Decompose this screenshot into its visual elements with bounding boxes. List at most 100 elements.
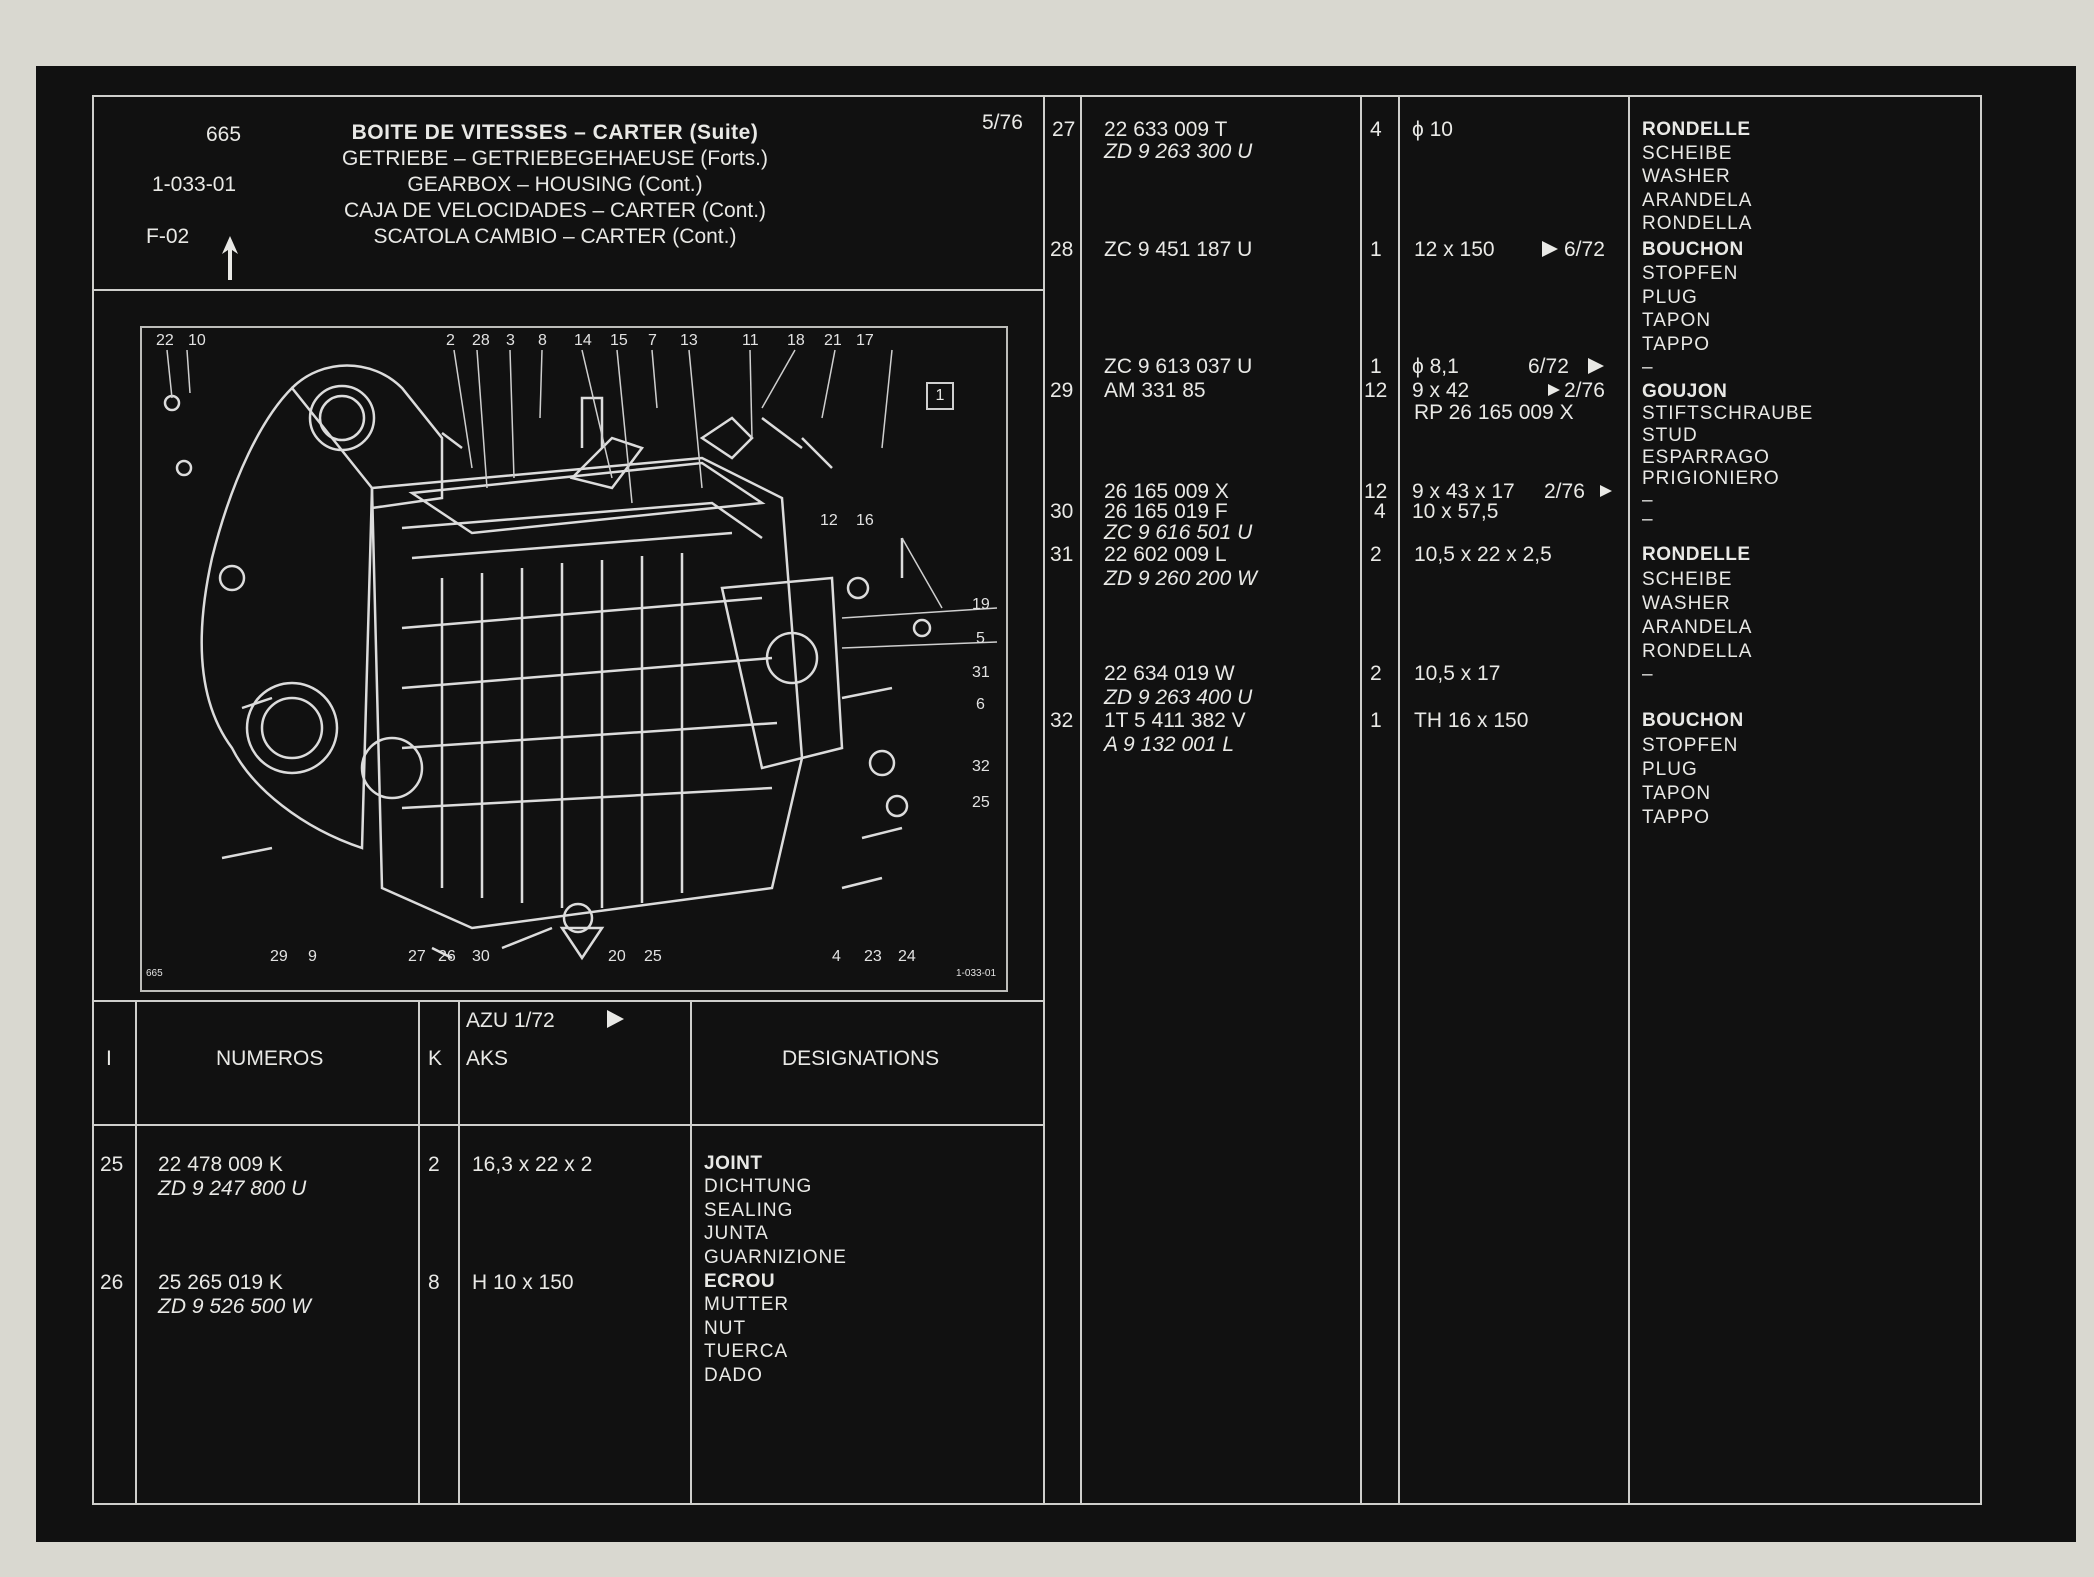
designation-en: PLUG (1642, 287, 1698, 308)
dimension: ϕ 8,1 (1412, 355, 1459, 378)
col-header-k: K (428, 1047, 443, 1070)
callout-label: 30 (472, 948, 490, 965)
view-number-box: 1 (926, 382, 954, 410)
callout-label: 19 (972, 596, 990, 613)
callout-label: 31 (972, 664, 990, 681)
designation-dash: – (1642, 490, 1654, 511)
designation-fr: RONDELLE (1642, 119, 1751, 140)
quantity: 8 (428, 1271, 440, 1294)
designation-fr: RONDELLE (1642, 544, 1751, 565)
designation-it: RONDELLA (1642, 641, 1753, 662)
callout-label: 28 (472, 332, 490, 349)
designation-en: WASHER (1642, 166, 1731, 187)
designation-es: TAPON (1642, 310, 1712, 331)
title-de: GETRIEBE – GETRIEBEGEHAEUSE (Forts.) (342, 147, 768, 170)
designation-de: STIFTSCHRAUBE (1642, 403, 1814, 424)
play-triangle-icon (607, 1010, 624, 1028)
designation-de: SCHEIBE (1642, 569, 1733, 590)
designation-en: PLUG (1642, 759, 1698, 780)
quantity: 2 (428, 1153, 440, 1176)
part-number: 26 165 009 X (1104, 480, 1229, 503)
dimension: ϕ 10 (1412, 118, 1453, 141)
part-number: 25 265 019 K (158, 1271, 283, 1294)
part-number-alt: RP 26 165 009 X (1414, 401, 1574, 424)
divider (1080, 95, 1082, 1505)
designation-en: SEALING (704, 1200, 794, 1221)
diagram-corner-ref: 665 (146, 968, 163, 979)
revision-date: 6/72 (1528, 355, 1569, 378)
dimension: 10,5 x 22 x 2,5 (1414, 543, 1552, 566)
designation-it: PRIGIONIERO (1642, 468, 1780, 489)
quantity: 2 (1370, 662, 1382, 685)
dimension: H 10 x 150 (472, 1271, 574, 1294)
designation-en: STUD (1642, 425, 1698, 446)
designation-fr: JOINT (704, 1153, 763, 1174)
item-index: 31 (1050, 543, 1074, 566)
callout-label: 29 (270, 948, 288, 965)
callout-label: 27 (408, 948, 426, 965)
callout-label: 3 (506, 332, 515, 349)
quantity: 2 (1370, 543, 1382, 566)
dimension: 10 x 57,5 (1412, 500, 1499, 523)
part-number: 22 634 019 W (1104, 662, 1235, 685)
designation-es: TUERCA (704, 1341, 789, 1362)
divider (1628, 95, 1630, 1505)
item-index: 27 (1052, 118, 1076, 141)
dimension: TH 16 x 150 (1414, 709, 1529, 732)
callout-label: 17 (856, 332, 874, 349)
divider (135, 1000, 137, 1505)
quantity: 1 (1370, 355, 1382, 378)
divider (92, 1000, 1045, 1002)
play-triangle-icon (1588, 358, 1604, 374)
dimension: 10,5 x 17 (1414, 662, 1501, 685)
callout-label: 21 (824, 332, 842, 349)
callout-label: 7 (648, 332, 657, 349)
revision-date: 2/76 (1564, 379, 1605, 402)
designation-es: ARANDELA (1642, 617, 1753, 638)
item-index: 26 (100, 1271, 124, 1294)
revision-date: 6/72 (1564, 238, 1605, 261)
designation-de: STOPFEN (1642, 735, 1739, 756)
divider (1360, 95, 1362, 1505)
play-triangle-icon (1548, 384, 1560, 396)
part-number: 22 478 009 K (158, 1153, 283, 1176)
quantity: 1 (1370, 238, 1382, 261)
title-it: SCATOLA CAMBIO – CARTER (Cont.) (373, 225, 737, 248)
designation-de: SCHEIBE (1642, 143, 1733, 164)
figure-code: F-02 (146, 225, 190, 248)
part-number: 26 165 019 F (1104, 500, 1228, 523)
quantity: 12 (1364, 379, 1388, 402)
part-number-alt: ZD 9 263 300 U (1104, 140, 1253, 163)
part-number-alt: ZD 9 260 200 W (1104, 567, 1257, 590)
arrow-up-icon (222, 236, 238, 280)
designation-it: TAPPO (1642, 334, 1710, 355)
callout-label: 11 (742, 332, 759, 349)
divider (1043, 95, 1045, 1505)
designation-es: JUNTA (704, 1223, 769, 1244)
callout-label: 9 (308, 948, 317, 965)
col-header-numeros: NUMEROS (216, 1047, 324, 1070)
divider (690, 1000, 692, 1505)
designation-dash: – (1642, 664, 1654, 685)
designation-it: DADO (704, 1365, 763, 1386)
title-es: CAJA DE VELOCIDADES – CARTER (Cont.) (343, 199, 767, 222)
callout-label: 13 (680, 332, 698, 349)
divider (1398, 95, 1400, 1505)
item-index: 25 (100, 1153, 124, 1176)
part-number: ZC 9 451 187 U (1104, 238, 1253, 261)
callout-label: 10 (188, 332, 206, 349)
designation-de: DICHTUNG (704, 1176, 813, 1197)
item-index: 30 (1050, 500, 1074, 523)
callout-label: 2 (446, 332, 455, 349)
title-fr: BOITE DE VITESSES – CARTER (Suite) (351, 121, 759, 144)
page-number: 665 (206, 123, 242, 146)
designation-en: WASHER (1642, 593, 1731, 614)
callout-label: 14 (574, 332, 592, 349)
quantity: 4 (1374, 500, 1386, 523)
item-index: 29 (1050, 379, 1074, 402)
col-header-azu: AZU 1/72 (466, 1009, 555, 1032)
callout-label: 25 (644, 948, 662, 965)
play-triangle-icon (1600, 485, 1612, 497)
gearbox-housing-drawing (163, 349, 998, 961)
part-number-alt: ZD 9 247 800 U (158, 1177, 307, 1200)
